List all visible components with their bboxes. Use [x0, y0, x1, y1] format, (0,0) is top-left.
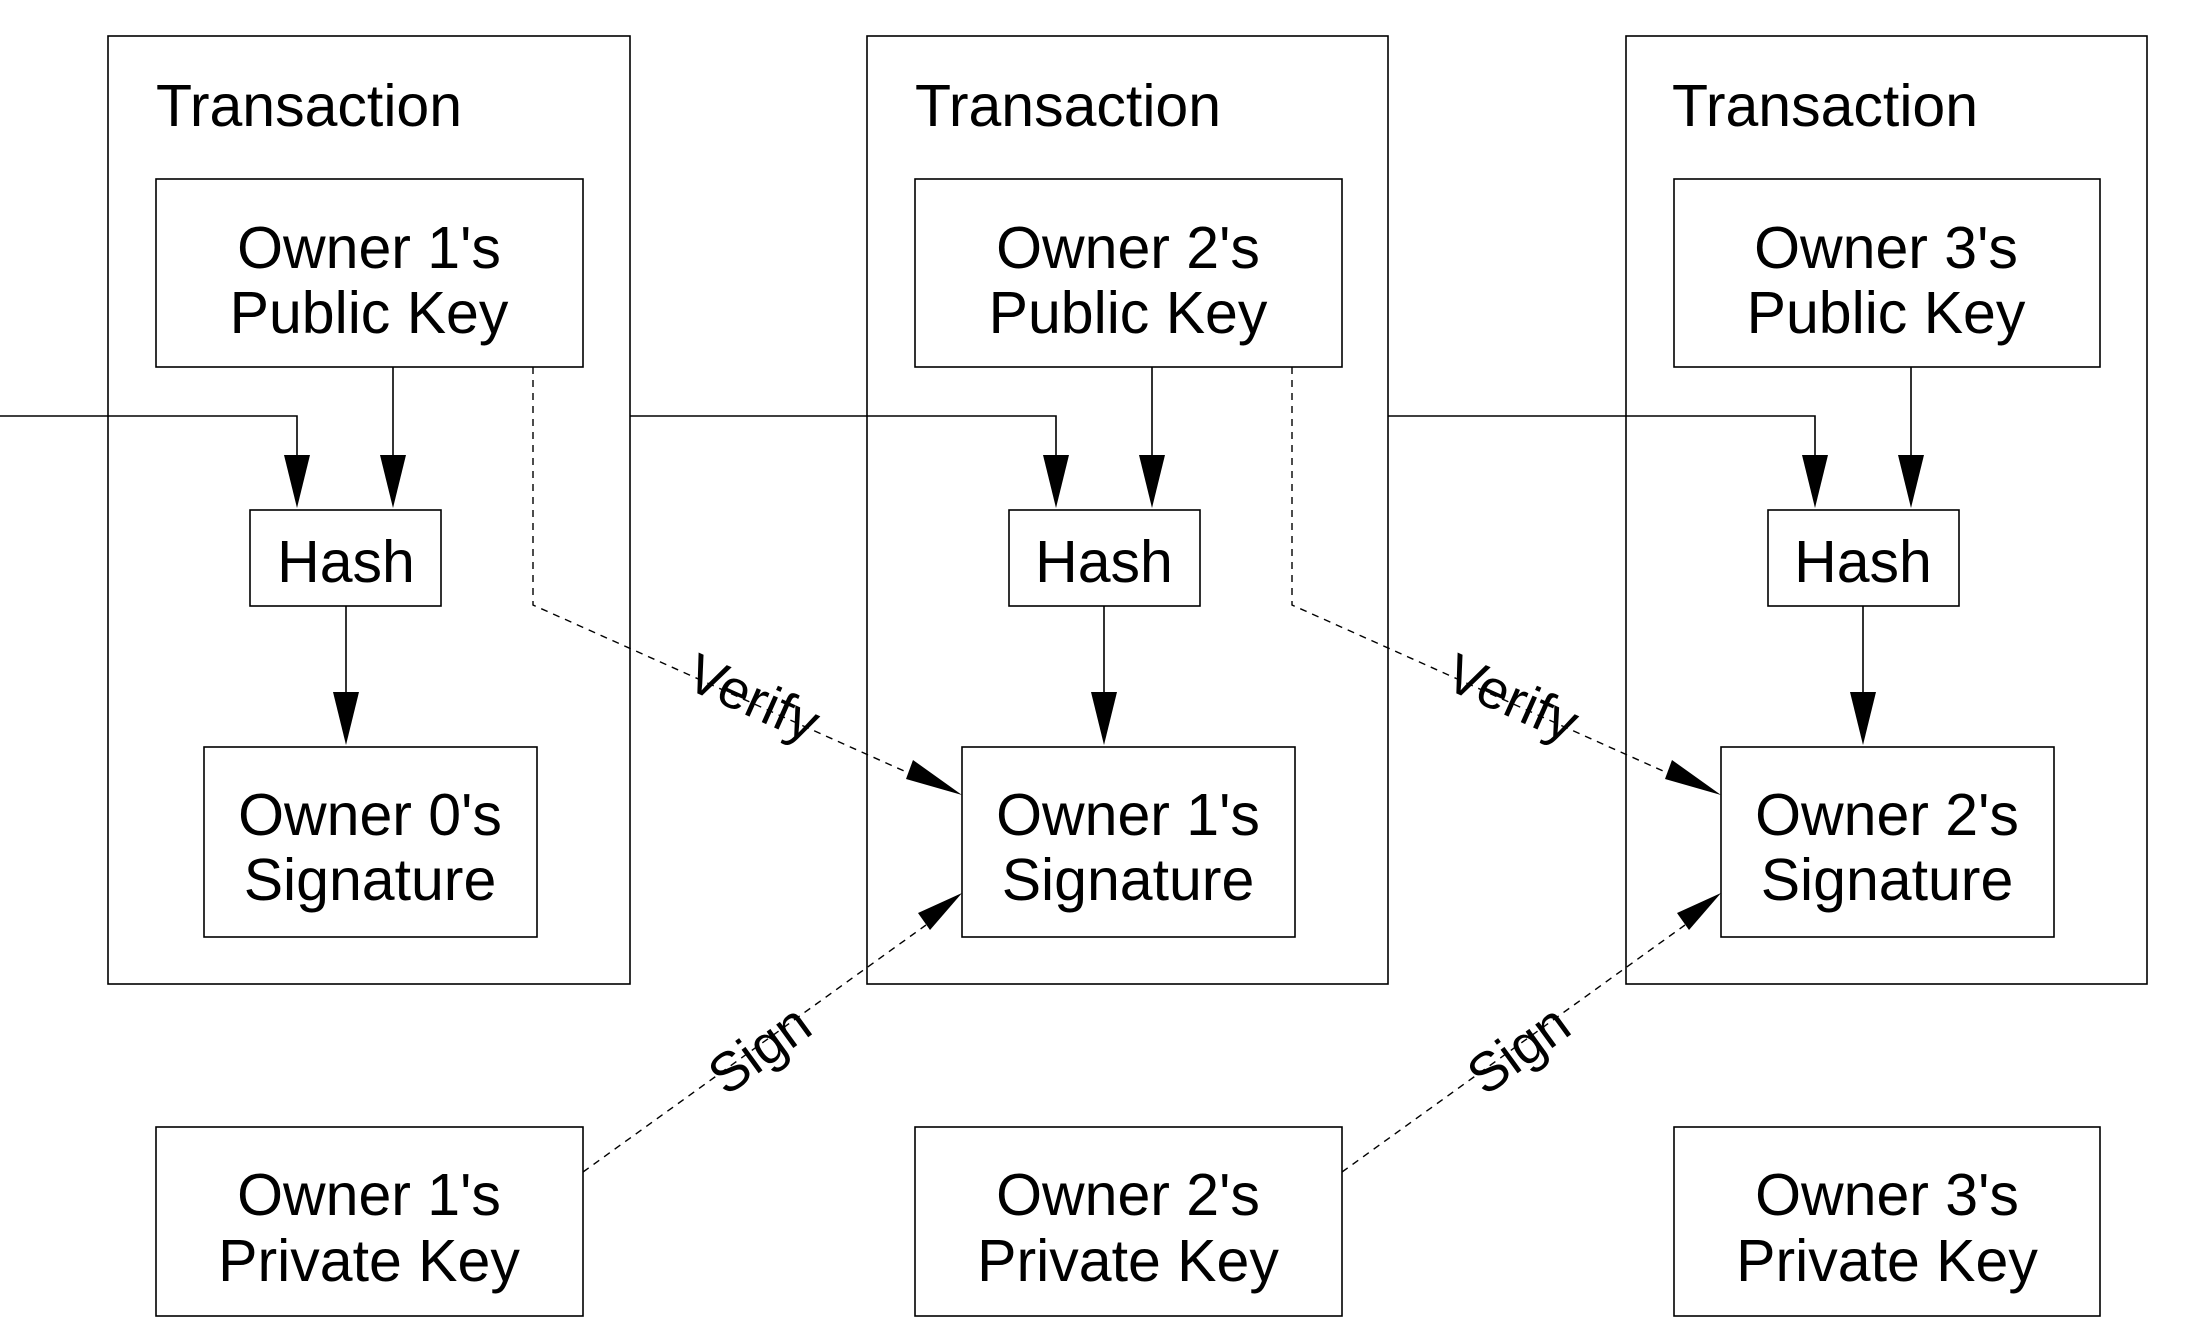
private-key-3-box [1673, 1126, 2101, 1317]
hash-to-signature-arrows [333, 606, 1876, 745]
pubkey-hash-arrowhead-3 [1898, 455, 1924, 508]
private-key-2-line1: Owner 2's [996, 1162, 1260, 1228]
transaction-1-hash-label: Hash [277, 529, 415, 595]
verify-edge-1 [532, 367, 914, 776]
transaction-1: Transaction Owner 1's Public Key Hash Ow… [107, 35, 631, 985]
prev-transaction-arrows [0, 415, 1828, 508]
transaction-2: Transaction Owner 2's Public Key Hash Ow… [866, 35, 1389, 985]
hash-sig-arrowhead-3 [1850, 692, 1876, 745]
private-key-1: Owner 1's Private Key [155, 1126, 584, 1317]
private-key-1-box [155, 1126, 584, 1317]
transaction-1-hash: Hash [249, 509, 442, 607]
transaction-2-signature-line1: Owner 1's [996, 782, 1260, 848]
prev-tx-arrow-1 [0, 415, 298, 456]
sign-edge-1 [582, 924, 927, 1173]
private-key-1-line1: Owner 1's [237, 1162, 501, 1228]
hash-sig-arrowhead-1 [333, 692, 359, 745]
verify-arrowhead-1 [906, 760, 962, 795]
transaction-2-title: Transaction [915, 73, 1221, 139]
transaction-3-public-key-line2: Public Key [1747, 280, 2026, 346]
sign-edge-2 [1341, 924, 1686, 1173]
private-key-3-line1: Owner 3's [1755, 1162, 2019, 1228]
verify-arrowhead-2 [1665, 760, 1721, 795]
transaction-3-hash-box [1767, 509, 1960, 607]
transaction-2-public-key-line2: Public Key [989, 280, 1268, 346]
transaction-1-signature-box [203, 746, 538, 938]
transaction-2-hash-label: Hash [1035, 529, 1173, 595]
transaction-1-public-key-line2: Public Key [230, 280, 509, 346]
pubkey-hash-arrowhead-2 [1139, 455, 1165, 508]
sign-label-1: Sign [697, 992, 823, 1107]
private-key-2-box [914, 1126, 1343, 1317]
transaction-3-signature-box [1720, 746, 2055, 938]
transaction-1-public-key-box [155, 178, 584, 368]
private-key-3-line2: Private Key [1736, 1228, 2038, 1294]
transaction-1-signature: Owner 0's Signature [203, 746, 538, 938]
verify-label-1: Verify [678, 641, 829, 754]
transaction-3-signature: Owner 2's Signature [1720, 746, 2055, 938]
transaction-3-public-key-line1: Owner 3's [1754, 215, 2018, 281]
transaction-1-signature-line2: Signature [244, 847, 497, 913]
prev-tx-arrow-2 [630, 415, 1057, 456]
verify-edge-2 [1291, 367, 1673, 776]
transaction-1-public-key-line1: Owner 1's [237, 215, 501, 281]
transaction-3-signature-line1: Owner 2's [1755, 782, 2019, 848]
private-key-3: Owner 3's Private Key [1673, 1126, 2101, 1317]
transaction-3-public-key: Owner 3's Public Key [1673, 178, 2101, 368]
transaction-3-hash: Hash [1767, 509, 1960, 607]
transaction-2-public-key-line1: Owner 2's [996, 215, 1260, 281]
verify-label-2: Verify [1437, 641, 1588, 754]
transaction-1-hash-box [249, 509, 442, 607]
transaction-2-public-key-box [914, 178, 1343, 368]
transaction-3-public-key-box [1673, 178, 2101, 368]
sign-label-2: Sign [1456, 992, 1582, 1107]
private-key-2: Owner 2's Private Key [914, 1126, 1343, 1317]
sign-arrowhead-1 [918, 893, 962, 930]
private-key-2-line2: Private Key [977, 1228, 1279, 1294]
transaction-2-signature-box [961, 746, 1296, 938]
transaction-2-signature-line2: Signature [1002, 847, 1255, 913]
transaction-3: Transaction Owner 3's Public Key Hash Ow… [1625, 35, 2148, 985]
transaction-1-signature-line1: Owner 0's [238, 782, 502, 848]
private-key-1-line2: Private Key [218, 1228, 520, 1294]
transaction-2-hash: Hash [1008, 509, 1201, 607]
transaction-1-public-key: Owner 1's Public Key [155, 178, 584, 368]
transaction-2-public-key: Owner 2's Public Key [914, 178, 1343, 368]
prev-tx-arrow-3 [1388, 415, 1816, 456]
transaction-3-hash-label: Hash [1794, 529, 1932, 595]
prev-tx-arrowhead-2 [1043, 455, 1069, 508]
transaction-2-signature: Owner 1's Signature [961, 746, 1296, 938]
pubkey-hash-arrowhead-1 [380, 455, 406, 508]
prev-tx-arrowhead-3 [1802, 455, 1828, 508]
transaction-1-title: Transaction [156, 73, 462, 139]
transaction-3-signature-line2: Signature [1761, 847, 2014, 913]
public-key-to-hash-arrows [380, 367, 1924, 508]
hash-sig-arrowhead-2 [1091, 692, 1117, 745]
sign-arrowhead-2 [1677, 893, 1721, 930]
transaction-3-title: Transaction [1672, 73, 1978, 139]
prev-tx-arrowhead-1 [284, 455, 310, 508]
